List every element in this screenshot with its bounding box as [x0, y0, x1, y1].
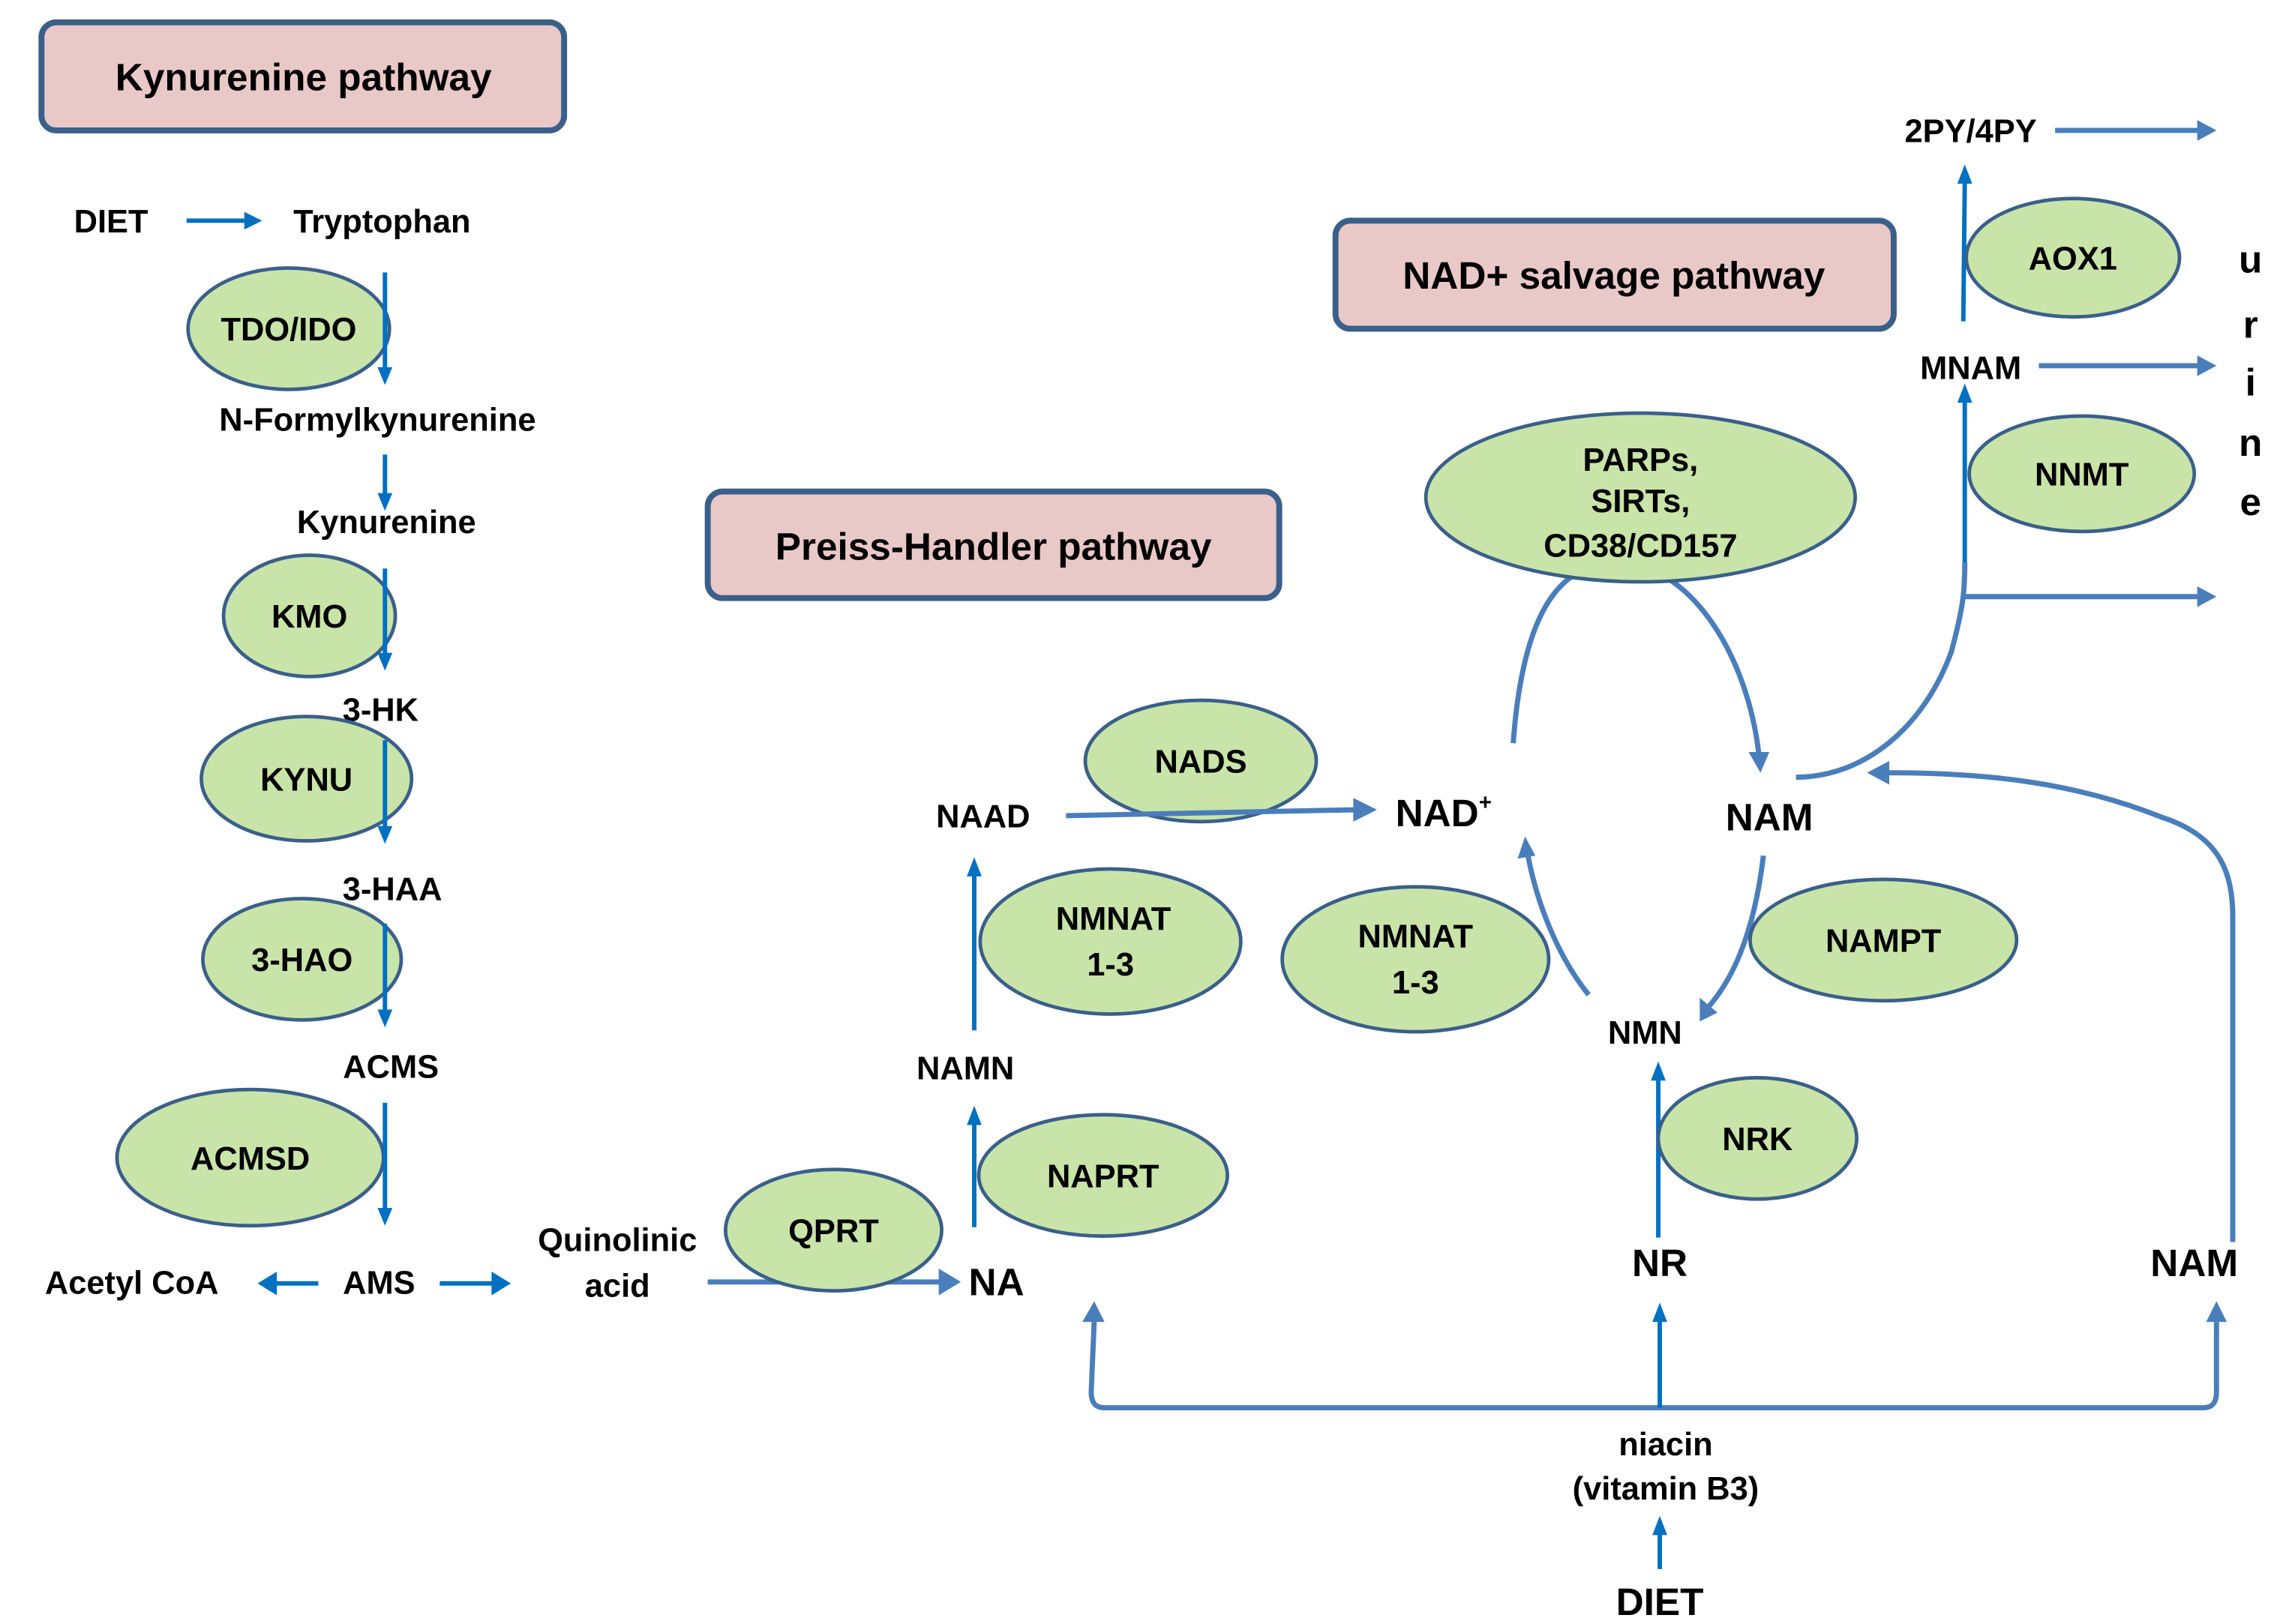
arrow-mnam-to-urine: [2038, 355, 2217, 376]
enzyme-nmnat-salvage-line1: NMNAT: [1358, 919, 1474, 955]
enzyme-nrk: [1656, 1075, 1858, 1201]
metabolite-ams: AMS: [343, 1266, 416, 1302]
enzyme-3-hao: [201, 897, 404, 1022]
metabolite-quinolinic-acid-line1: Quinolinic: [538, 1222, 697, 1258]
enzyme-consumers: [1424, 411, 1857, 584]
urine-letter-i: i: [2246, 361, 2256, 403]
metabolite-namn: NAMN: [916, 1050, 1014, 1086]
urine-label: u r i n e: [2239, 238, 2262, 523]
arrow-namn-to-naad: [967, 857, 982, 1031]
metabolite-n-formylkynurenine: N-Formylkynurenine: [219, 403, 536, 439]
enzyme-qprt-label: QPRT: [788, 1213, 879, 1249]
arrow-nam-to-mnam: [1796, 383, 1972, 781]
arrow-diet-to-tryptophan: [186, 211, 262, 230]
niacin-label-line1: niacin: [1618, 1427, 1712, 1463]
arrow-diet-to-niacin: [1652, 1515, 1667, 1569]
arrow-nad-to-nam-consumers: [1510, 559, 1770, 773]
metabolite-nr: NR: [1632, 1242, 1688, 1284]
enzyme-consumers-line2: SIRTs,: [1591, 484, 1690, 520]
enzyme-qprt: [723, 1167, 944, 1293]
metabolite-acetyl-coa: Acetyl CoA: [45, 1266, 219, 1302]
nad-plus-superscript: +: [1479, 790, 1492, 815]
urine-letter-u: u: [2239, 238, 2262, 280]
arrow-nr-to-nmn: [1651, 1061, 1666, 1238]
arrow-tryptophan-to-nfk: [377, 272, 393, 385]
enzyme-aox1-label: AOX1: [2029, 241, 2117, 277]
arrow-3hk-to-3haa: [377, 740, 393, 844]
arrow-acms-to-ams: [377, 1102, 393, 1226]
arrow-nam-to-nmn: [1700, 855, 1766, 1022]
header-kynurenine-label: Kynurenine pathway: [116, 56, 492, 99]
enzyme-tdo-ido: [186, 266, 392, 391]
metabolite-mnam: MNAM: [1920, 351, 2021, 387]
enzyme-tdo-ido-label: TDO/IDO: [221, 312, 357, 348]
enzyme-kmo-label: KMO: [272, 599, 347, 635]
enzyme-nmnat-salvage: [1280, 885, 1551, 1034]
arrow-3haa-to-acms: [377, 924, 393, 1028]
enzyme-nampt: [1748, 877, 2019, 1003]
enzyme-nrk-label: NRK: [1722, 1122, 1792, 1158]
urine-letter-r: r: [2243, 303, 2258, 346]
enzyme-naprt: [976, 1113, 1229, 1238]
enzyme-nads: [1083, 698, 1318, 824]
arrow-ams-to-acetyl-coa: [257, 1271, 319, 1296]
metabolite-2py-4py: 2PY/4PY: [1904, 114, 2036, 150]
urine-letter-n: n: [2239, 421, 2262, 464]
metabolite-nam-right: NAM: [2150, 1242, 2238, 1284]
arrow-nam-to-urine: [1964, 586, 2217, 607]
enzyme-nmnat-ph: [978, 867, 1243, 1016]
arrow-ams-to-quinolinic: [440, 1271, 512, 1296]
header-preiss-handler-pathway: Preiss-Handler pathway: [704, 488, 1282, 601]
header-preiss-handler-label: Preiss-Handler pathway: [776, 525, 1212, 568]
arrow-py-to-urine: [2055, 120, 2217, 141]
metabolite-acms: ACMS: [343, 1049, 439, 1085]
metabolite-tryptophan: Tryptophan: [293, 204, 470, 240]
urine-letter-e: e: [2240, 481, 2261, 523]
metabolite-nam-center: NAM: [1726, 796, 1814, 839]
header-kynurenine-pathway: Kynurenine pathway: [38, 19, 568, 133]
enzyme-kynu: [200, 715, 414, 843]
enzyme-consumers-line1: PARPs,: [1583, 442, 1699, 478]
metabolite-3-haa: 3-HAA: [343, 871, 442, 907]
metabolite-nad-plus: NAD+: [1396, 790, 1492, 834]
enzyme-nads-label: NADS: [1155, 745, 1247, 781]
arrow-niacin-to-nr: [1652, 1302, 1667, 1408]
enzyme-nnmt: [1967, 414, 2197, 534]
arrow-na-to-namn: [967, 1105, 982, 1227]
arrow-niacin-distribution: [1082, 1301, 2228, 1411]
enzyme-3-hao-label: 3-HAO: [251, 942, 352, 978]
enzyme-kynu-label: KYNU: [260, 762, 352, 798]
niacin-label-line2: (vitamin B3): [1573, 1471, 1760, 1507]
enzyme-nmnat-salvage-line2: 1-3: [1392, 965, 1439, 1001]
arrow-nfk-to-kynurenine: [377, 454, 393, 511]
metabolite-nmn: NMN: [1608, 1015, 1682, 1051]
enzyme-consumers-line3: CD38/CD157: [1544, 528, 1737, 564]
metabolite-kynurenine: Kynurenine: [297, 505, 476, 541]
header-salvage-pathway: NAD+ salvage pathway: [1332, 217, 1897, 332]
header-salvage-label: NAD+ salvage pathway: [1402, 254, 1826, 297]
metabolite-quinolinic-acid-line2: acid: [585, 1269, 650, 1305]
arrow-nmn-to-nad: [1517, 836, 1591, 996]
enzyme-nnmt-label: NNMT: [2035, 457, 2129, 493]
metabolite-naad: NAAD: [936, 799, 1030, 835]
arrow-kynurenine-to-3hk: [377, 568, 393, 671]
enzyme-naprt-label: NAPRT: [1047, 1158, 1160, 1194]
arrow-naad-to-nad: [1066, 798, 1377, 822]
enzyme-nampt-label: NAMPT: [1826, 924, 1942, 960]
enzyme-nmnat-ph-label-line2: 1-3: [1087, 947, 1134, 983]
arrow-mnam-to-py: [1957, 164, 1972, 322]
metabolite-diet-niacin: DIET: [1616, 1581, 1704, 1623]
enzyme-acmsd-label: ACMSD: [190, 1141, 310, 1177]
metabolite-diet-kyn: DIET: [74, 204, 148, 240]
enzyme-aox1: [1964, 196, 2182, 319]
enzyme-nmnat-ph-label-line1: NMNAT: [1056, 901, 1172, 937]
arrow-nam-right-to-nam-center: [1867, 760, 2236, 1242]
enzyme-kmo: [221, 553, 398, 679]
metabolite-na: NA: [969, 1261, 1024, 1304]
nad-plus-base: NAD: [1396, 792, 1479, 834]
